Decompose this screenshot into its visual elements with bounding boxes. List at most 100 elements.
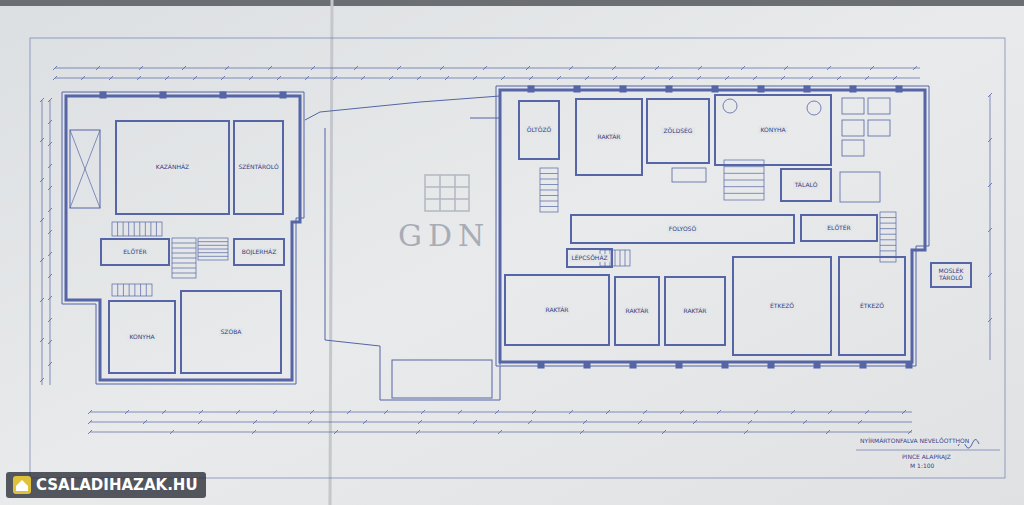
dimension-tick: [988, 183, 992, 187]
dimension-tick: [40, 98, 44, 102]
column-marker: [666, 86, 672, 92]
dimension-tick: [48, 186, 52, 190]
dimension-tick: [526, 66, 530, 70]
room: ÉTKEZŐ: [838, 256, 906, 356]
dimension-tick: [473, 76, 477, 80]
dimension-tick: [225, 66, 229, 70]
dimension-tick: [528, 420, 532, 424]
dimension-tick: [125, 410, 129, 414]
dimension-tick: [170, 430, 174, 434]
dimension-tick: [529, 76, 533, 80]
dimension-tick: [473, 420, 477, 424]
kettle-symbol: [723, 99, 737, 113]
dimension-tick: [273, 410, 277, 414]
dimension-tick: [753, 76, 757, 80]
dimension-tick: [865, 410, 869, 414]
dimension-tick: [913, 66, 917, 70]
column-marker: [538, 362, 544, 368]
dimension-tick: [96, 66, 100, 70]
paper-fold: [330, 0, 332, 505]
dimension-line: [90, 422, 912, 423]
room-name: SZOBA: [219, 328, 244, 337]
dimension-tick: [361, 76, 365, 80]
dimension-tick: [88, 410, 92, 414]
dimension-tick: [988, 93, 992, 97]
dimension-tick: [784, 66, 788, 70]
sanitary-cell: [868, 98, 890, 114]
dimension-line: [90, 432, 912, 433]
room-name: RAKTÁR: [624, 307, 651, 316]
stair-symbol: [172, 238, 196, 278]
column-marker: [712, 86, 718, 92]
building-wall: [62, 92, 304, 384]
site-logo: CSALADIHAZAK.HU: [6, 472, 206, 498]
retaining-wall: [325, 128, 500, 400]
room: KONYHA: [714, 94, 832, 166]
dimension-tick: [53, 76, 57, 80]
room: RAKTÁR: [614, 276, 660, 346]
dimension-tick: [193, 76, 197, 80]
column-marker: [804, 86, 810, 92]
dimension-tick: [354, 66, 358, 70]
dimension-tick: [48, 230, 52, 234]
room-name: TÁLALÓ: [793, 181, 820, 190]
room: KONYHA: [108, 300, 176, 374]
dimension-tick: [48, 208, 52, 212]
dimension-tick: [569, 410, 573, 414]
dimension-line: [55, 78, 920, 79]
dimension-tick: [827, 66, 831, 70]
plan-lines: [40, 66, 1000, 450]
dimension-tick: [310, 410, 314, 414]
dimension-tick: [48, 340, 52, 344]
room-name: KONYHA: [127, 333, 156, 342]
counter: [672, 168, 706, 182]
dimension-tick: [697, 76, 701, 80]
dimension-tick: [693, 420, 697, 424]
retaining-wall: [305, 96, 500, 120]
dimension-tick: [532, 410, 536, 414]
room: ELŐTÉR: [800, 214, 878, 242]
room: SZÉNTÁROLÓ: [233, 120, 284, 215]
light-well: [392, 360, 492, 398]
dimension-tick: [182, 66, 186, 70]
column-marker: [896, 86, 902, 92]
dimension-tick: [495, 410, 499, 414]
room: ÉTKEZŐ: [732, 256, 832, 356]
dimension-tick: [858, 420, 862, 424]
dimension-tick: [826, 430, 830, 434]
dimension-tick: [748, 420, 752, 424]
room-name: ÉTKEZŐ: [768, 302, 796, 311]
room-name: MOSLÉK TÁROLÓ: [932, 267, 970, 283]
dimension-tick: [48, 142, 52, 146]
dimension-tick: [397, 66, 401, 70]
dimension-tick: [305, 76, 309, 80]
building-wall: [500, 90, 925, 362]
dimension-tick: [48, 296, 52, 300]
dimension-tick: [837, 76, 841, 80]
dimension-tick: [48, 362, 52, 366]
dimension-tick: [48, 274, 52, 278]
dimension-tick: [655, 66, 659, 70]
room: BOJLERHÁZ: [233, 238, 285, 266]
watermark-icon: [425, 175, 469, 211]
dimension-tick: [680, 410, 684, 414]
sheet-border: [30, 38, 1005, 478]
dimension-tick: [162, 410, 166, 414]
dimension-tick: [744, 430, 748, 434]
title-rule: [856, 450, 1000, 451]
sanitary-cell: [842, 98, 864, 114]
room: SZOBA: [180, 290, 282, 374]
room-name: FOLYOSÓ: [667, 225, 698, 234]
dimension-tick: [236, 410, 240, 414]
dimension-tick: [198, 420, 202, 424]
paper-edge: [0, 0, 1024, 6]
building-wall: [496, 86, 929, 366]
room-name: ÖLTÖZŐ: [525, 126, 553, 135]
dimension-tick: [669, 76, 673, 80]
stair-symbol: [112, 222, 162, 236]
dimension-tick: [638, 420, 642, 424]
dimension-tick: [268, 66, 272, 70]
dimension-tick: [40, 258, 44, 262]
